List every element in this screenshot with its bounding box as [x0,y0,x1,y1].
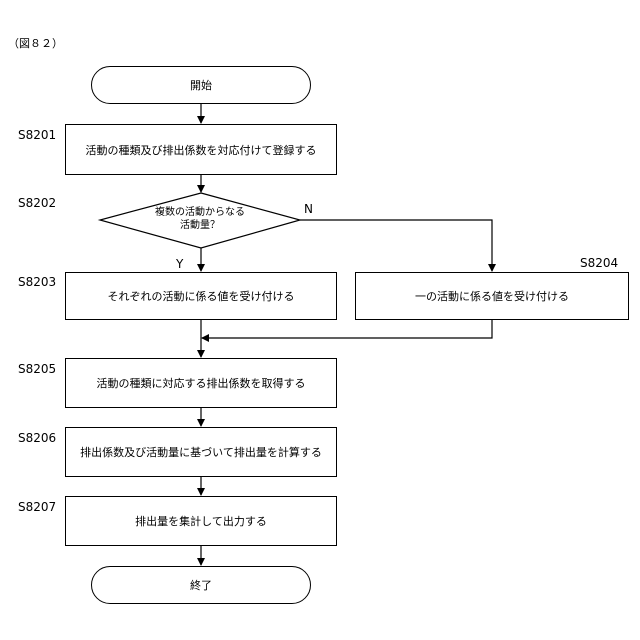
step-id-s8207: S8207 [18,500,56,514]
step-id-s8201: S8201 [18,128,56,142]
process-text-s8207: 排出量を集計して出力する [135,513,267,529]
end-terminal-label: 終了 [190,577,212,593]
step-id-s8206: S8206 [18,431,56,445]
process-box-s8204: 一の活動に係る値を受け付ける [355,272,629,320]
branch-label-no: N [304,202,313,216]
branch-label-yes: Y [176,257,183,271]
process-box-s8205: 活動の種類に対応する排出係数を取得する [65,358,337,408]
process-text-s8205: 活動の種類に対応する排出係数を取得する [97,375,306,391]
step-id-s8203: S8203 [18,275,56,289]
step-id-s8205: S8205 [18,362,56,376]
end-terminal: 終了 [91,566,311,604]
decision-text-line-2: 活動量？ [100,219,300,232]
process-box-s8206: 排出係数及び活動量に基づいて排出量を計算する [65,427,337,477]
arrow-no-to-s8204 [300,220,492,271]
process-box-s8207: 排出量を集計して出力する [65,496,337,546]
arrow-s8204-to-merge [202,320,492,338]
process-text-s8206: 排出係数及び活動量に基づいて排出量を計算する [80,444,322,460]
decision-text-s8202: 複数の活動からなる 活動量？ [100,206,300,232]
start-terminal: 開始 [91,66,311,104]
step-id-s8202: S8202 [18,196,56,210]
process-text-s8203: それぞれの活動に係る値を受け付ける [108,288,295,304]
process-box-s8203: それぞれの活動に係る値を受け付ける [65,272,337,320]
start-terminal-label: 開始 [190,77,212,93]
process-text-s8204: 一の活動に係る値を受け付ける [415,288,569,304]
decision-text-line-1: 複数の活動からなる [100,206,300,219]
process-text-s8201: 活動の種類及び排出係数を対応付けて登録する [86,142,317,158]
process-box-s8201: 活動の種類及び排出係数を対応付けて登録する [65,124,337,175]
step-id-s8204: S8204 [580,256,618,270]
